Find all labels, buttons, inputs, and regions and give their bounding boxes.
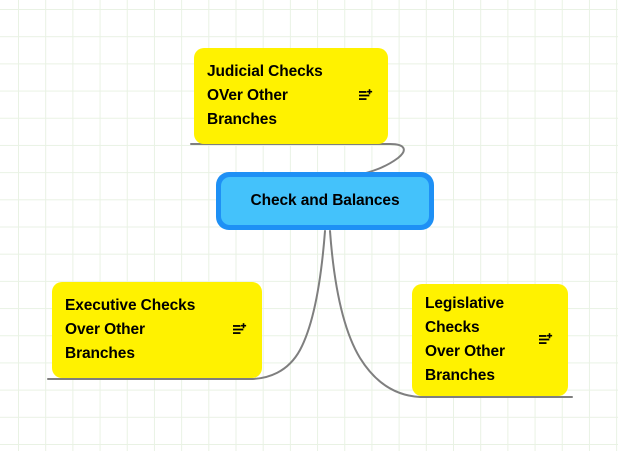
node-judicial-checks[interactable]: Judicial Checks OVer Other Branches (194, 48, 388, 144)
note-add-icon[interactable] (539, 332, 554, 348)
node-executive-label: Executive Checks Over Other Branches (65, 297, 196, 362)
node-root-label: Check and Balances (250, 192, 400, 209)
node-root-check-and-balances[interactable]: Check and Balances (216, 172, 434, 230)
node-legislative-checks[interactable]: Legislative Checks Over Other Branches (412, 284, 568, 396)
node-judicial-label: Judicial Checks OVer Other Branches (207, 63, 323, 128)
node-legislative-label: Legislative Checks Over Other Branches (425, 295, 505, 384)
node-root-inner: Check and Balances (221, 177, 429, 225)
note-add-icon[interactable] (359, 88, 374, 104)
node-executive-checks[interactable]: Executive Checks Over Other Branches (52, 282, 262, 378)
note-add-icon[interactable] (233, 322, 248, 338)
